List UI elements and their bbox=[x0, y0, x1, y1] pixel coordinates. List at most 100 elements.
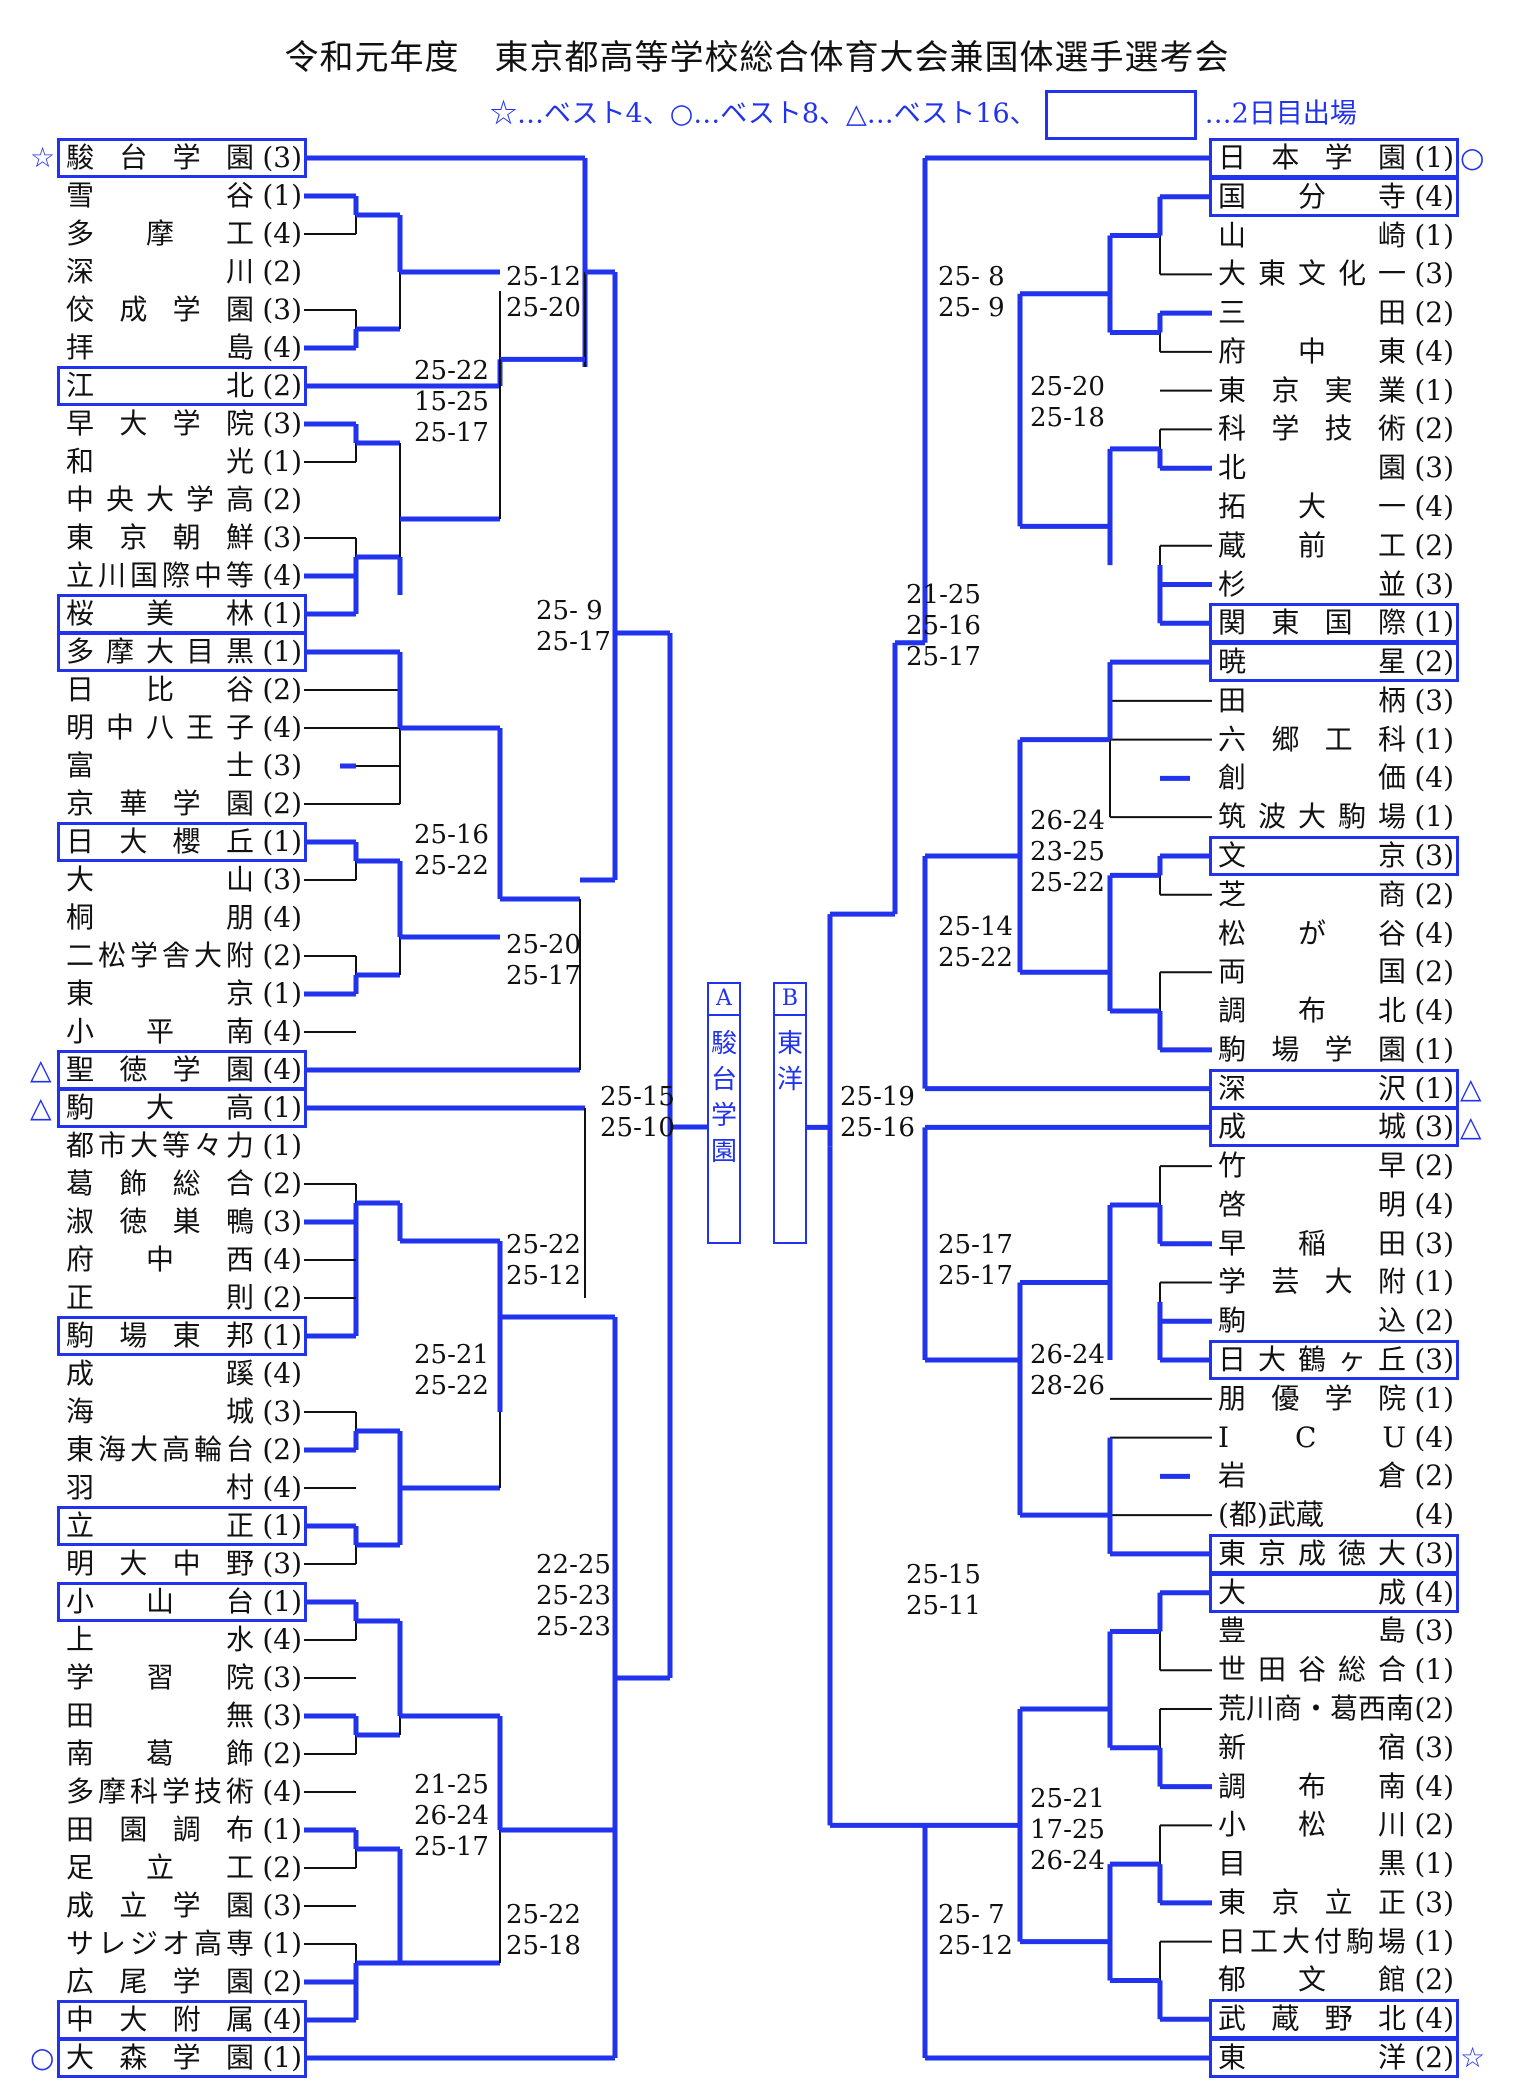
team-seed: (2) bbox=[1414, 1692, 1454, 1726]
team-name: 多摩工 bbox=[66, 217, 254, 250]
team-name: 中大附属 bbox=[66, 2003, 254, 2036]
team-row: 海城(3) bbox=[60, 1395, 304, 1429]
team-seed: (2) bbox=[262, 1965, 302, 1998]
team-name: 明中八王子 bbox=[66, 711, 254, 744]
team-name: 世田谷総合 bbox=[1218, 1653, 1406, 1687]
team-row: 中央大学高(2) bbox=[60, 483, 304, 517]
team-row: 葛飾総合(2) bbox=[60, 1167, 304, 1201]
score: 25-15 25-10 bbox=[600, 1082, 675, 1143]
team-row: 学習院(3) bbox=[60, 1661, 304, 1695]
score: 25- 9 25-17 bbox=[536, 596, 611, 657]
team-row: 淑徳巣鴨(3) bbox=[60, 1205, 304, 1239]
team-seed: (1) bbox=[1414, 1381, 1454, 1415]
team-row: 駒大高(1) bbox=[57, 1088, 307, 1128]
score: 25-17 25-17 bbox=[938, 1230, 1013, 1291]
team-seed: (2) bbox=[262, 1737, 302, 1770]
team-seed: (1) bbox=[262, 635, 302, 668]
team-seed: (4) bbox=[1414, 761, 1454, 795]
team-row: 桐朋(4) bbox=[60, 901, 304, 935]
team-name: 聖徳学園 bbox=[66, 1053, 254, 1086]
team-row: 両国(2) bbox=[1212, 955, 1456, 989]
team-name: 荒川商・葛西南 bbox=[1218, 1692, 1415, 1726]
team-seed: (4) bbox=[262, 331, 302, 364]
finalist-b-box: B 東洋 bbox=[773, 982, 807, 1244]
result-mark: △ bbox=[1460, 1071, 1482, 1105]
team-row: 郁文館(2) bbox=[1212, 1963, 1456, 1997]
team-row: 多摩科学技術(4) bbox=[60, 1775, 304, 1809]
team-seed: (4) bbox=[1414, 2002, 1454, 2036]
team-name: 日大櫻丘 bbox=[66, 825, 254, 858]
team-name: 日工大付駒場 bbox=[1218, 1924, 1406, 1958]
team-seed: (1) bbox=[262, 1813, 302, 1846]
team-row: 府中西(4) bbox=[60, 1243, 304, 1277]
team-name: 新宿 bbox=[1218, 1730, 1406, 1764]
team-seed: (3) bbox=[262, 1395, 302, 1428]
team-row: 大東文化一(3) bbox=[1212, 257, 1456, 291]
team-seed: (2) bbox=[262, 1851, 302, 1884]
team-name: 大森学園 bbox=[66, 2041, 254, 2074]
team-row: 駒場学園(1) bbox=[1212, 1033, 1456, 1067]
team-row: 都市大等々力(1) bbox=[60, 1129, 304, 1163]
team-seed: (1) bbox=[1414, 1265, 1454, 1299]
team-seed: (1) bbox=[262, 597, 302, 630]
team-row: 新宿(3) bbox=[1212, 1731, 1456, 1765]
team-row: 東京実業(1) bbox=[1212, 374, 1456, 408]
team-row: 東海大高輪台(2) bbox=[60, 1433, 304, 1467]
team-seed: (2) bbox=[262, 255, 302, 288]
team-name: 多摩大目黒 bbox=[66, 635, 254, 668]
team-seed: (3) bbox=[1414, 1536, 1454, 1570]
team-name: 中央大学高 bbox=[66, 483, 254, 516]
team-name: 三田 bbox=[1218, 296, 1406, 330]
result-mark: ☆ bbox=[1460, 2041, 1486, 2074]
team-row: 明中八王子(4) bbox=[60, 711, 304, 745]
team-seed: (2) bbox=[262, 1281, 302, 1314]
team-name: 田園調布 bbox=[66, 1813, 254, 1846]
team-name: 小山台 bbox=[66, 1585, 254, 1618]
team-row: 多摩大目黒(1) bbox=[57, 632, 307, 672]
team-row: 山崎(1) bbox=[1212, 219, 1456, 253]
team-row: 大成(4) bbox=[1209, 1572, 1459, 1613]
team-seed: (1) bbox=[262, 977, 302, 1010]
finalist-b-name: 東洋 bbox=[776, 1029, 803, 1095]
team-seed: (1) bbox=[1414, 373, 1454, 407]
team-row: 岩倉(2) bbox=[1212, 1459, 1456, 1493]
team-name: 早大学院 bbox=[66, 407, 254, 440]
team-row: 立川国際中等(4) bbox=[60, 559, 304, 593]
team-row: 田柄(3) bbox=[1212, 684, 1456, 718]
team-seed: (2) bbox=[262, 483, 302, 516]
team-row: 早大学院(3) bbox=[60, 407, 304, 441]
team-row: 成城(3) bbox=[1209, 1107, 1459, 1148]
page-title: 令和元年度 東京都高等学校総合体育大会兼国体選手選考会 bbox=[284, 38, 1230, 78]
legend-marks: ☆…ベスト4、○…ベスト8、△…ベスト16、 bbox=[490, 98, 1037, 130]
team-seed: (4) bbox=[1414, 994, 1454, 1028]
team-name: 立川国際中等 bbox=[66, 559, 254, 592]
team-row: 駒込(2) bbox=[1212, 1304, 1456, 1338]
team-seed: (1) bbox=[1414, 800, 1454, 834]
team-row: 深沢(1) bbox=[1209, 1068, 1459, 1109]
team-seed: (1) bbox=[1414, 722, 1454, 756]
team-row: 小松川(2) bbox=[1212, 1808, 1456, 1842]
team-seed: (2) bbox=[1414, 528, 1454, 562]
team-seed: (3) bbox=[1414, 257, 1454, 291]
team-name: 雪谷 bbox=[66, 179, 254, 212]
team-seed: (1) bbox=[262, 1585, 302, 1618]
team-row: 府中東(4) bbox=[1212, 335, 1456, 369]
team-row: 広尾学園(2) bbox=[60, 1965, 304, 1999]
score: 25-20 25-17 bbox=[506, 930, 581, 991]
team-seed: (2) bbox=[262, 787, 302, 820]
team-name: 小松川 bbox=[1218, 1808, 1406, 1842]
finalist-a-name: 駿台学園 bbox=[710, 1029, 737, 1167]
result-mark: ☆ bbox=[30, 141, 56, 174]
team-row: 日本学園(1) bbox=[1209, 138, 1459, 178]
team-row: 世田谷総合(1) bbox=[1212, 1653, 1456, 1687]
team-row: 日大櫻丘(1) bbox=[57, 822, 307, 862]
score: 25-20 25-18 bbox=[1030, 372, 1105, 433]
team-seed: (3) bbox=[1414, 567, 1454, 601]
team-row: 荒川商・葛西南(2) bbox=[1212, 1692, 1456, 1726]
team-seed: (1) bbox=[1414, 1032, 1454, 1066]
team-row: 田園調布(1) bbox=[60, 1813, 304, 1847]
team-seed: (3) bbox=[262, 407, 302, 440]
team-row: 日大鶴ヶ丘(3) bbox=[1209, 1340, 1459, 1381]
team-name: 海城 bbox=[66, 1395, 254, 1428]
team-name: 東京 bbox=[66, 977, 254, 1010]
